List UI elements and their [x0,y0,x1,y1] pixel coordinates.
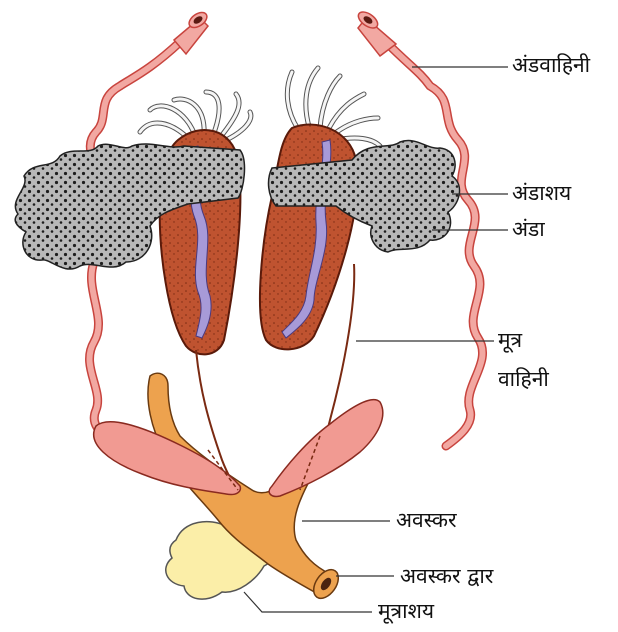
label-cloacal-aperture: अवस्कर द्वार [400,566,493,587]
label-egg: अंडा [512,219,545,240]
label-ovary: अंडाशय [512,183,571,204]
right-oviduct-funnel [356,9,396,56]
leader-urinary-bladder [244,592,372,612]
label-ureter-line1: मूत्र [498,330,522,351]
label-oviduct: अंडवाहिनी [512,55,590,76]
label-urinary-bladder: मूत्राशय [378,601,434,622]
right-kidney [260,125,357,350]
right-ovisac [269,400,383,497]
left-oviduct-funnel [174,9,210,54]
label-ureter-line2: वाहिनी [498,369,549,390]
label-cloaca: अवस्कर [396,510,457,531]
